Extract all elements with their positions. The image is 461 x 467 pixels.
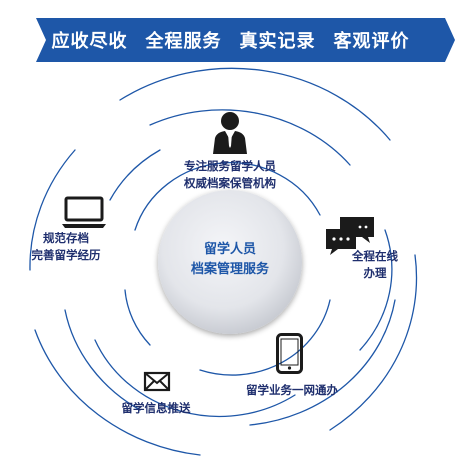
center-line-2: 档案管理服务 (190, 262, 269, 277)
slogan-4: 客观评价 (333, 31, 410, 52)
ring-outer-4 (29, 149, 76, 271)
node-left-line-2: 完善留学经历 (31, 248, 101, 262)
center-line-1: 留学人员 (203, 242, 256, 257)
center-circle (158, 190, 302, 334)
node-right-label: 全程在线 办理 (330, 248, 420, 282)
ring-3-b (359, 229, 393, 351)
orbit-rings (29, 67, 418, 456)
ring-4-a (134, 162, 321, 231)
ring-2-c (64, 309, 141, 411)
banner-ribbon (36, 18, 455, 62)
ring-2-a (149, 109, 351, 166)
center-label: 留学人员 档案管理服务 (168, 240, 292, 280)
phone-icon (276, 333, 303, 374)
envelope-icon (143, 371, 171, 392)
node-top-line-1: 专注服务留学人员 (184, 159, 276, 173)
slogan-2: 全程服务 (145, 31, 222, 52)
node-top-label: 专注服务留学人员 权威档案保管机构 (145, 158, 315, 192)
ring-3-c (94, 339, 296, 418)
banner-slogans: 应收尽收 全程服务 真实记录 客观评价 (0, 18, 461, 62)
node-bottom-right-label: 留学业务一网通办 (222, 382, 362, 399)
ring-outer-3 (34, 329, 201, 456)
node-right-line-1: 全程在线 (352, 249, 398, 263)
node-bottom-left-line-1: 留学信息推送 (121, 401, 191, 415)
ring-4-c (124, 289, 151, 346)
laptop-icon (62, 196, 106, 228)
ring-2-b (249, 299, 396, 426)
node-right-line-2: 办理 (363, 266, 387, 280)
slogan-3: 真实记录 (239, 31, 316, 52)
node-left-label: 规范存档 完善留学经历 (22, 230, 110, 264)
node-bottom-right-line-1: 留学业务一网通办 (246, 383, 338, 397)
slogan-1: 应收尽收 (51, 31, 128, 52)
ring-outer-1 (119, 67, 391, 141)
ring-outer-2 (329, 254, 418, 431)
node-bottom-left-label: 留学信息推送 (108, 400, 204, 417)
person-icon (213, 112, 247, 154)
node-top-line-2: 权威档案保管机构 (184, 176, 276, 190)
ring-3-a (109, 149, 161, 201)
node-left-line-1: 规范存档 (43, 231, 89, 245)
chat-bubbles-icon (326, 217, 374, 255)
